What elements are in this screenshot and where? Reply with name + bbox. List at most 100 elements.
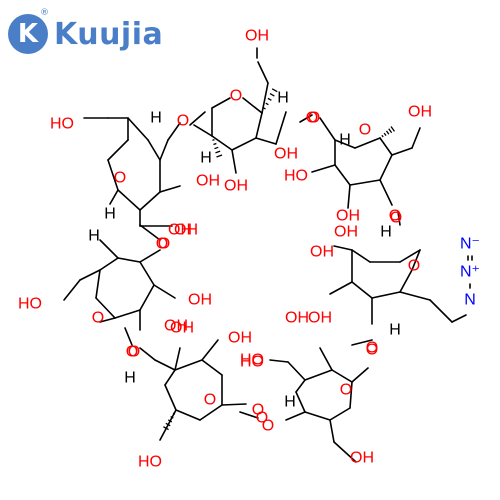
hydroxyl-group: OH [245,28,269,45]
hydroxyl-group: OH [224,178,248,195]
bond [334,139,356,149]
hydroxyl-group: HO [50,116,74,133]
hydroxyl-group: HO [138,454,162,471]
hydrogen-atom: H [277,90,289,107]
bond [147,139,161,161]
bond [347,184,351,209]
bond [255,112,263,139]
bond [107,139,129,161]
bond [349,381,353,409]
bond [351,281,373,299]
bond [319,347,333,371]
nitrogen-cation: N⁺ [460,264,480,281]
oxygen-atom: O [359,122,371,139]
hydroxyl-group: OH [174,222,198,239]
hydrogen-atom: H [200,150,212,167]
bond [329,419,335,443]
bond [295,379,306,393]
oxygen-atom: O [92,310,104,327]
bond [299,114,313,123]
oxygen-atom: O [256,410,268,427]
bond [99,239,119,259]
bond [411,249,421,271]
hydroxyl-group: OH [334,224,358,241]
bond [99,317,116,323]
oxygen-atom: O [158,236,170,253]
bond [139,191,161,211]
oxygen-atom: O [204,392,216,409]
kuujia-logo: K Kuujia [8,12,163,56]
bond [95,269,101,299]
hydroxyl-group: HO [18,296,42,313]
hydroxyl-group: OH [308,310,332,327]
oxygen-atom: O [252,402,264,419]
bond [154,359,176,371]
bond [164,369,176,386]
hydroxyl-group: OH [285,310,309,327]
bond [379,154,393,181]
oxygen-atom: O [230,88,242,105]
bond [329,407,351,421]
bond [139,249,161,263]
bond [189,111,206,126]
bond [329,281,353,295]
bond [117,257,141,263]
oxygen-atom: O [390,210,402,227]
hydrogen-atom: H [124,370,136,387]
oxygen-atom: O [306,110,318,127]
hydroxyl-group: OH [350,450,374,467]
hashed-bond [263,88,278,110]
bond [429,299,453,323]
bond [295,391,306,413]
bond [411,127,421,149]
bond [349,179,381,186]
bond [95,297,116,319]
oxygen-atom: O [340,382,352,399]
bond [124,327,133,346]
hydroxyl-group: OH [164,318,188,335]
hydroxyl-group: OH [170,320,194,337]
bond [139,284,155,311]
logo-brand-text: Kuujia [54,16,164,52]
registered-mark: ® [40,8,49,18]
bond [175,409,201,421]
bond [174,359,203,371]
oxygen-atom: O [389,208,401,225]
bond [319,117,336,141]
bond [257,61,269,84]
bond [211,135,233,151]
bond [304,411,331,421]
bond [201,359,223,376]
hashed-bond [212,139,223,158]
hydrogen-atom: H [88,228,100,245]
bond [354,137,381,149]
bond [304,369,333,381]
bond [399,269,413,293]
bond [285,411,306,421]
bond [399,291,431,301]
bond [351,339,373,346]
logo-mark-icon: K [8,14,48,54]
bond [333,245,353,251]
bond [211,97,231,109]
bond [311,164,336,173]
bond [242,97,263,114]
hydrogen-atom: H [284,394,296,411]
bond [351,249,371,263]
bond [261,82,269,114]
bond [153,284,176,299]
bond [164,384,177,411]
hashed-bond [381,126,395,138]
bond [239,411,259,419]
oxygen-atom: O [262,418,274,435]
hydroxyl-group: OH [336,208,360,225]
bond [287,361,306,381]
bond [79,269,101,281]
bond [231,137,257,151]
hashed-bond [163,412,176,431]
hydroxyl-group: OH [168,222,192,239]
oxygen-atom: O [128,344,140,361]
